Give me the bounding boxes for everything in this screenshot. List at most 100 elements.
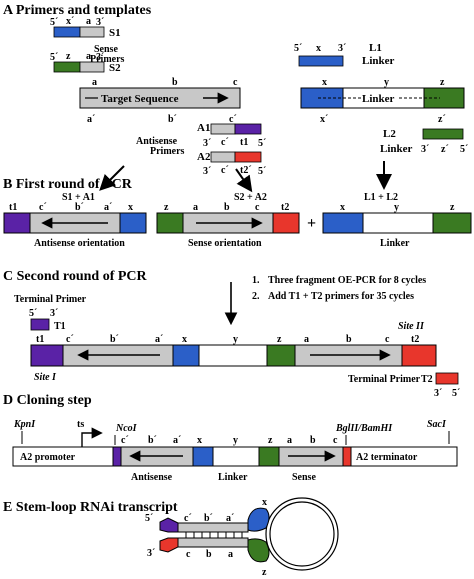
d-saci-label: SacI: [427, 419, 447, 430]
target-b-prime: b´: [168, 114, 177, 125]
c-a-label: a: [304, 334, 309, 345]
c-c-prime: c´: [66, 334, 74, 345]
s1-x-prime-label: x´: [66, 16, 74, 27]
s2-a-label: a: [86, 51, 91, 62]
b-linker-blue: [322, 212, 364, 234]
target-sequence-label: Target Sequence: [101, 93, 179, 105]
target-b-label: b: [172, 77, 178, 88]
s1-blue-segment: [53, 26, 81, 38]
linker-template-label: Linker: [362, 93, 395, 105]
b-c-prime: c´: [39, 202, 47, 213]
b-plus-sign: +: [307, 215, 316, 232]
s2-z-label: z: [66, 51, 71, 62]
b-linker-green: [432, 212, 472, 234]
a1-label: A1: [197, 122, 210, 134]
c-t1-5prime: 5´: [29, 308, 37, 319]
b-a-label: a: [193, 202, 198, 213]
d-seg-x: [192, 446, 214, 467]
d-b-label: b: [310, 435, 316, 446]
linker-x-prime: x´: [320, 114, 328, 125]
b-linker-white: [362, 212, 434, 234]
d-seg-y: [212, 446, 260, 467]
d-promoter-label: A2 promoter: [20, 452, 76, 463]
s2-label: S2: [109, 62, 121, 74]
linker-x-label: x: [322, 77, 327, 88]
c-t1-seg-label: t1: [36, 334, 44, 345]
d-kpni-label: KpnI: [13, 419, 36, 430]
a1-3prime: 3´: [203, 138, 211, 149]
b-antisense-x: [119, 212, 147, 234]
b-a-prime: a´: [104, 202, 112, 213]
b-b-label: b: [224, 202, 230, 213]
l2-linker-word: Linker: [380, 143, 413, 155]
s1-5prime-label: 5´: [50, 17, 58, 28]
label-s1-a1: S1 + A1: [62, 192, 95, 203]
e-a-label: a: [228, 549, 233, 560]
d-terminator-box: [350, 446, 458, 467]
s2-3prime-label: 3´: [96, 52, 104, 63]
d-linker-caption: Linker: [218, 472, 248, 483]
s1-gray-segment: [79, 26, 105, 38]
e-b-label: b: [206, 549, 212, 560]
section-d-title: D Cloning step: [3, 393, 92, 408]
e-3prime: 3´: [147, 548, 155, 559]
c-t2-seg-label: t2: [411, 334, 419, 345]
c-t1-primer: [30, 318, 50, 331]
e-loop-outer: [265, 497, 339, 571]
e-stem-top: [177, 522, 249, 533]
c-c-label: c: [385, 334, 390, 345]
e-loop-inner: [269, 501, 335, 567]
l2-5prime: 5´: [460, 144, 468, 155]
d-z-label: z: [268, 435, 273, 446]
c-t1-label: T1: [54, 321, 66, 332]
d-sense-caption: Sense: [292, 472, 316, 483]
d-c-prime: c´: [121, 435, 129, 446]
a1-5prime: 5´: [258, 138, 266, 149]
s1-label: S1: [109, 27, 121, 39]
e-5prime: 5´: [145, 513, 153, 524]
b-linker-caption: Linker: [380, 238, 410, 249]
antisense-primers-line2: Primers: [150, 146, 185, 157]
e-x-lobe: [247, 507, 270, 532]
linker-z-prime: z´: [438, 114, 446, 125]
c-t2-5prime: 5´: [452, 388, 460, 399]
d-seg-t2: [342, 446, 352, 467]
a2-t2-prime: t2´: [240, 165, 252, 176]
l1-blue-segment: [298, 55, 344, 67]
step1-number: 1.: [252, 275, 260, 286]
d-ncoi-label: NcoI: [115, 423, 138, 434]
target-a-label: a: [92, 77, 97, 88]
b-sense-orientation: Sense orientation: [188, 238, 262, 249]
e-b-prime: b´: [204, 513, 213, 524]
a2-label: A2: [197, 151, 211, 163]
c-b-label: b: [346, 334, 352, 345]
d-x-label: x: [197, 435, 202, 446]
s2-green-segment: [53, 61, 81, 73]
l1-linker-word: Linker: [362, 55, 395, 67]
b-x-label: x: [128, 202, 133, 213]
label-l1-l2: L1 + L2: [364, 192, 398, 203]
site-i-label: Site I: [34, 372, 57, 383]
l1-3prime: 3´: [338, 43, 346, 54]
a2-5prime: 5´: [258, 166, 266, 177]
e-a-prime: a´: [226, 513, 234, 524]
b-t1-label: t1: [9, 202, 17, 213]
b-c-label: c: [255, 202, 260, 213]
s2-5prime-label: 5´: [50, 52, 58, 63]
a1-c-prime: c´: [221, 137, 229, 148]
l1-5prime: 5´: [294, 43, 302, 54]
d-seg-z: [258, 446, 280, 467]
d-antisense-caption: Antisense: [131, 472, 173, 483]
c-seg-t1: [30, 344, 64, 367]
l2-3prime: 3´: [421, 144, 429, 155]
d-terminator-label: A2 terminator: [356, 452, 418, 463]
b-sense-t2: [272, 212, 300, 234]
e-t1-tail: [159, 517, 179, 533]
d-ts-label: ts: [77, 419, 84, 430]
a1-t1-label: t1: [240, 137, 248, 148]
step2-text: Add T1 + T2 primers for 35 cycles: [268, 291, 414, 302]
c-seg-x: [172, 344, 200, 367]
l1-x-label: x: [316, 43, 321, 54]
